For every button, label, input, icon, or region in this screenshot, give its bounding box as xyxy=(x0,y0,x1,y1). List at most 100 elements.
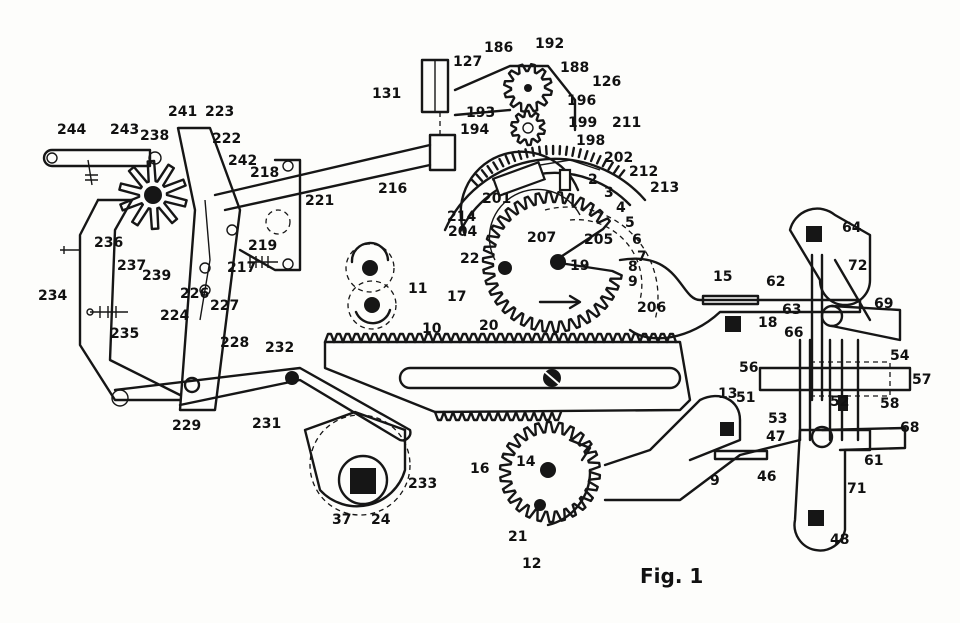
lever-15 xyxy=(618,257,862,340)
figure-caption: Fig. 1 xyxy=(640,564,703,588)
reference-numeral: 15 xyxy=(713,269,732,285)
reference-numeral: 213 xyxy=(650,180,679,196)
reference-numeral: 224 xyxy=(160,308,189,324)
lever-13 xyxy=(603,394,742,467)
reference-numeral: 199 xyxy=(568,115,597,131)
reference-numeral: 221 xyxy=(305,193,334,209)
reference-numeral: 54 xyxy=(890,348,910,364)
shaft-56-57 xyxy=(758,338,912,442)
reference-numeral: 13 xyxy=(718,386,737,402)
pinion-192 xyxy=(503,63,553,113)
reference-numeral: 53 xyxy=(768,411,787,427)
reference-numeral: 226 xyxy=(180,286,209,302)
reference-numeral: 241 xyxy=(168,104,197,120)
reference-numeral: 244 xyxy=(57,122,86,138)
reference-numeral: 232 xyxy=(265,340,294,356)
reference-numeral: 239 xyxy=(142,268,171,284)
reference-numeral: 12 xyxy=(522,556,541,572)
reference-numeral: 64 xyxy=(842,220,862,236)
reference-numeral: 48 xyxy=(830,532,849,548)
reference-numeral: 188 xyxy=(560,60,589,76)
reference-numeral: 192 xyxy=(535,36,564,52)
reference-numeral: 6 xyxy=(632,232,642,248)
reference-numeral: 7 xyxy=(637,249,647,265)
reference-numeral: 10 xyxy=(422,321,442,337)
reference-numeral: 229 xyxy=(172,418,201,434)
reference-numeral: 217 xyxy=(227,260,256,276)
reference-numeral: 186 xyxy=(484,40,513,56)
reference-numeral: 3 xyxy=(604,185,614,201)
reference-numeral: 223 xyxy=(205,104,234,120)
reference-numeral: 242 xyxy=(228,153,257,169)
reference-numeral: 37 xyxy=(332,512,351,528)
reference-numeral: 222 xyxy=(212,131,241,147)
reference-numeral: 237 xyxy=(117,258,146,274)
reference-numeral: 47 xyxy=(766,429,785,445)
reference-numeral: 196 xyxy=(567,93,596,109)
reference-numeral: 238 xyxy=(140,128,169,144)
reference-numeral: 18 xyxy=(758,315,777,331)
lever-71 xyxy=(603,425,907,552)
reference-numeral: 46 xyxy=(757,469,776,485)
reference-numeral: 206 xyxy=(637,300,666,316)
reference-numeral: 68 xyxy=(900,420,919,436)
reference-numeral: 219 xyxy=(248,238,277,254)
reference-numeral: 17 xyxy=(447,289,466,305)
reference-numeral: 236 xyxy=(94,235,123,251)
gear-pair-11 xyxy=(345,241,397,330)
reference-numeral: 69 xyxy=(874,296,893,312)
reference-numeral: 62 xyxy=(766,274,785,290)
reference-numeral: 52 xyxy=(830,394,849,410)
reference-numeral: 216 xyxy=(378,181,407,197)
reference-numeral: 194 xyxy=(460,122,489,138)
reference-numeral: 56 xyxy=(739,360,758,376)
reference-numeral: 127 xyxy=(453,54,482,70)
reference-numeral: 2 xyxy=(588,172,598,188)
sector-gear-17 xyxy=(459,150,623,334)
pinion-194 xyxy=(510,109,546,147)
reference-numeral: 57 xyxy=(912,372,931,388)
star-wheel-237 xyxy=(118,159,188,231)
lever-186 xyxy=(420,58,577,172)
reference-numeral: 193 xyxy=(466,105,495,121)
reference-numeral: 198 xyxy=(576,133,605,149)
reference-numeral: 218 xyxy=(250,165,279,181)
reference-numeral: 214 xyxy=(447,209,476,225)
reference-numeral: 71 xyxy=(847,481,866,497)
reference-numeral: 207 xyxy=(527,230,556,246)
reference-numeral: 234 xyxy=(38,288,67,304)
reference-numeral: 131 xyxy=(372,86,401,102)
reference-numeral: 4 xyxy=(616,200,626,216)
reference-numeral: 5 xyxy=(625,215,635,231)
reference-numeral: 227 xyxy=(210,298,239,314)
reference-numeral: 235 xyxy=(110,326,139,342)
reference-numeral: 204 xyxy=(448,224,477,240)
reference-numeral: 58 xyxy=(880,396,899,412)
reference-numeral: 243 xyxy=(110,122,139,138)
reference-numeral: 72 xyxy=(848,258,867,274)
reference-numeral: 63 xyxy=(782,302,801,318)
cam-233 xyxy=(303,410,411,516)
reference-numeral: 21 xyxy=(508,529,527,545)
frame-lever-234 xyxy=(60,198,412,442)
lever-72 xyxy=(788,207,902,402)
link-216 xyxy=(213,143,432,212)
gear-16 xyxy=(498,420,602,527)
reference-numeral: 61 xyxy=(864,453,883,469)
reference-numeral: 24 xyxy=(371,512,391,528)
reference-numeral: 66 xyxy=(784,325,803,341)
reference-numeral: 233 xyxy=(408,476,437,492)
reference-numeral: 22 xyxy=(460,251,479,267)
reference-numeral: 228 xyxy=(220,335,249,351)
bracket-221 xyxy=(238,158,302,272)
reference-numeral: 231 xyxy=(252,416,281,432)
lever-223 xyxy=(176,126,242,412)
toothed-arc-213 xyxy=(443,144,647,234)
reference-numeral: 212 xyxy=(629,164,658,180)
reference-numeral: 20 xyxy=(479,318,499,334)
reference-numeral: 11 xyxy=(408,281,427,297)
reference-numeral: 205 xyxy=(584,232,613,248)
